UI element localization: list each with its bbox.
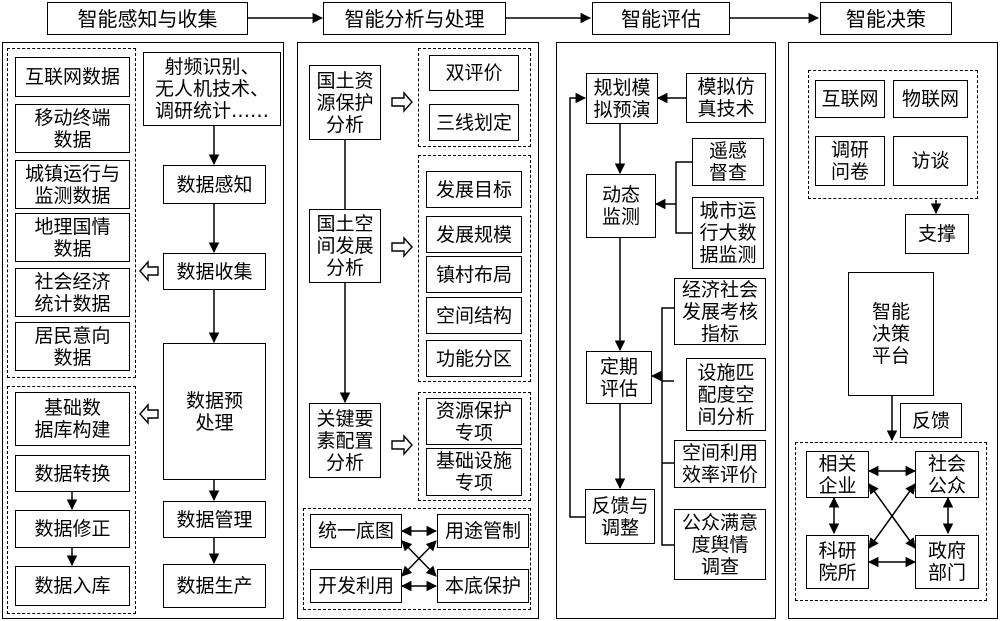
source-socioeconomic-data: 社会经济 统计数据 — [15, 268, 130, 317]
panel-decision — [788, 42, 998, 619]
actor-research-institutes: 科研 院所 — [806, 535, 869, 589]
group-resource-protection — [418, 48, 531, 147]
header-analysis: 智能分析与处理 — [323, 2, 506, 35]
prep-base-database: 基础数 据库构建 — [15, 392, 130, 446]
group-data-sources — [7, 48, 136, 378]
eval-periodic-assessment: 定期 评估 — [586, 351, 652, 404]
actor-enterprises: 相关 企业 — [806, 451, 869, 498]
indicator-space-efficiency: 空间利用 效率评价 — [674, 440, 766, 488]
eval-feedback-adjustment: 反馈与 调整 — [585, 489, 655, 544]
item-village-layout: 镇村布局 — [426, 256, 522, 293]
item-resource-special: 资源保护 专项 — [426, 398, 522, 445]
analysis-key-elements: 关键要 素配置 分析 — [309, 403, 381, 478]
collection-methods: 射频识别、 无人机技术、 调研统计…… — [143, 52, 281, 126]
source-internet-data: 互联网数据 — [15, 57, 130, 97]
eval-planning-simulation: 规划模 拟预演 — [586, 73, 658, 124]
header-evaluation: 智能评估 — [592, 2, 730, 35]
item-three-lines: 三线划定 — [429, 104, 519, 141]
actor-government: 政府 部门 — [915, 535, 979, 589]
source-resident-intention-data: 居民意向 数据 — [15, 322, 130, 371]
indicator-facility-matching: 设施匹 配度空 间分析 — [686, 358, 766, 431]
prep-data-correction: 数据修正 — [15, 510, 130, 548]
monitor-big-data: 城市运 行大数 据监测 — [692, 197, 764, 269]
header-perception: 智能感知与收集 — [47, 2, 248, 35]
item-development-goals: 发展目标 — [426, 171, 522, 208]
eval-dynamic-monitoring: 动态 监测 — [586, 174, 656, 238]
label-support: 支撑 — [905, 214, 969, 254]
item-baseline-protection: 本底保护 — [437, 569, 529, 603]
source-geographic-data: 地理国情 数据 — [15, 213, 130, 262]
group-planning-principles — [303, 508, 531, 610]
prep-data-conversion: 数据转换 — [15, 455, 130, 492]
actor-public: 社会 公众 — [915, 451, 979, 498]
source-mobile-terminal-data: 移动终端 数据 — [15, 104, 130, 153]
group-decision-sources — [808, 70, 978, 199]
panel-evaluation — [556, 42, 776, 619]
item-unified-basemap: 统一底图 — [310, 514, 402, 548]
item-spatial-structure: 空间结构 — [426, 297, 522, 334]
item-development-scale: 发展规模 — [426, 216, 522, 253]
step-data-production: 数据生产 — [163, 564, 266, 608]
item-functional-zoning: 功能分区 — [426, 340, 522, 377]
group-preprocessing — [7, 386, 136, 614]
indicator-public-satisfaction: 公众满意 度舆情 调查 — [674, 509, 766, 580]
decision-source-interview: 访谈 — [893, 136, 968, 186]
panel-perception — [2, 42, 284, 619]
eval-simulation-technology: 模拟仿 真技术 — [686, 73, 766, 123]
step-data-perception: 数据感知 — [163, 165, 266, 204]
panel-analysis — [297, 42, 539, 619]
item-infrastructure-special: 基础设施 专项 — [426, 448, 522, 496]
decision-platform: 智能 决策 平台 — [848, 272, 934, 396]
group-stakeholders — [795, 442, 987, 601]
decision-source-iot: 物联网 — [893, 80, 968, 118]
group-spatial-development — [418, 155, 531, 382]
indicator-economic-social: 经济社会 发展考核 指标 — [674, 278, 766, 345]
step-data-preprocessing: 数据预 处理 — [163, 343, 266, 480]
step-data-collection: 数据收集 — [163, 253, 266, 290]
prep-data-storage: 数据入库 — [15, 566, 130, 606]
analysis-spatial-development: 国土空 间发展 分析 — [309, 209, 381, 283]
header-decision: 智能决策 — [820, 2, 952, 35]
item-use-control: 用途管制 — [437, 514, 529, 548]
step-data-management: 数据管理 — [163, 501, 266, 538]
item-double-evaluation: 双评价 — [429, 55, 519, 91]
analysis-resource-protection: 国土资 源保护 分析 — [309, 65, 381, 140]
source-urban-monitoring-data: 城镇运行与 监测数据 — [15, 160, 130, 209]
monitor-remote-sensing: 遥感 督查 — [692, 138, 764, 186]
decision-source-survey: 调研 问卷 — [815, 136, 885, 186]
item-development-utilization: 开发利用 — [310, 569, 402, 603]
group-key-elements — [418, 392, 531, 501]
label-feedback: 反馈 — [900, 403, 962, 438]
decision-source-internet: 互联网 — [815, 80, 885, 118]
